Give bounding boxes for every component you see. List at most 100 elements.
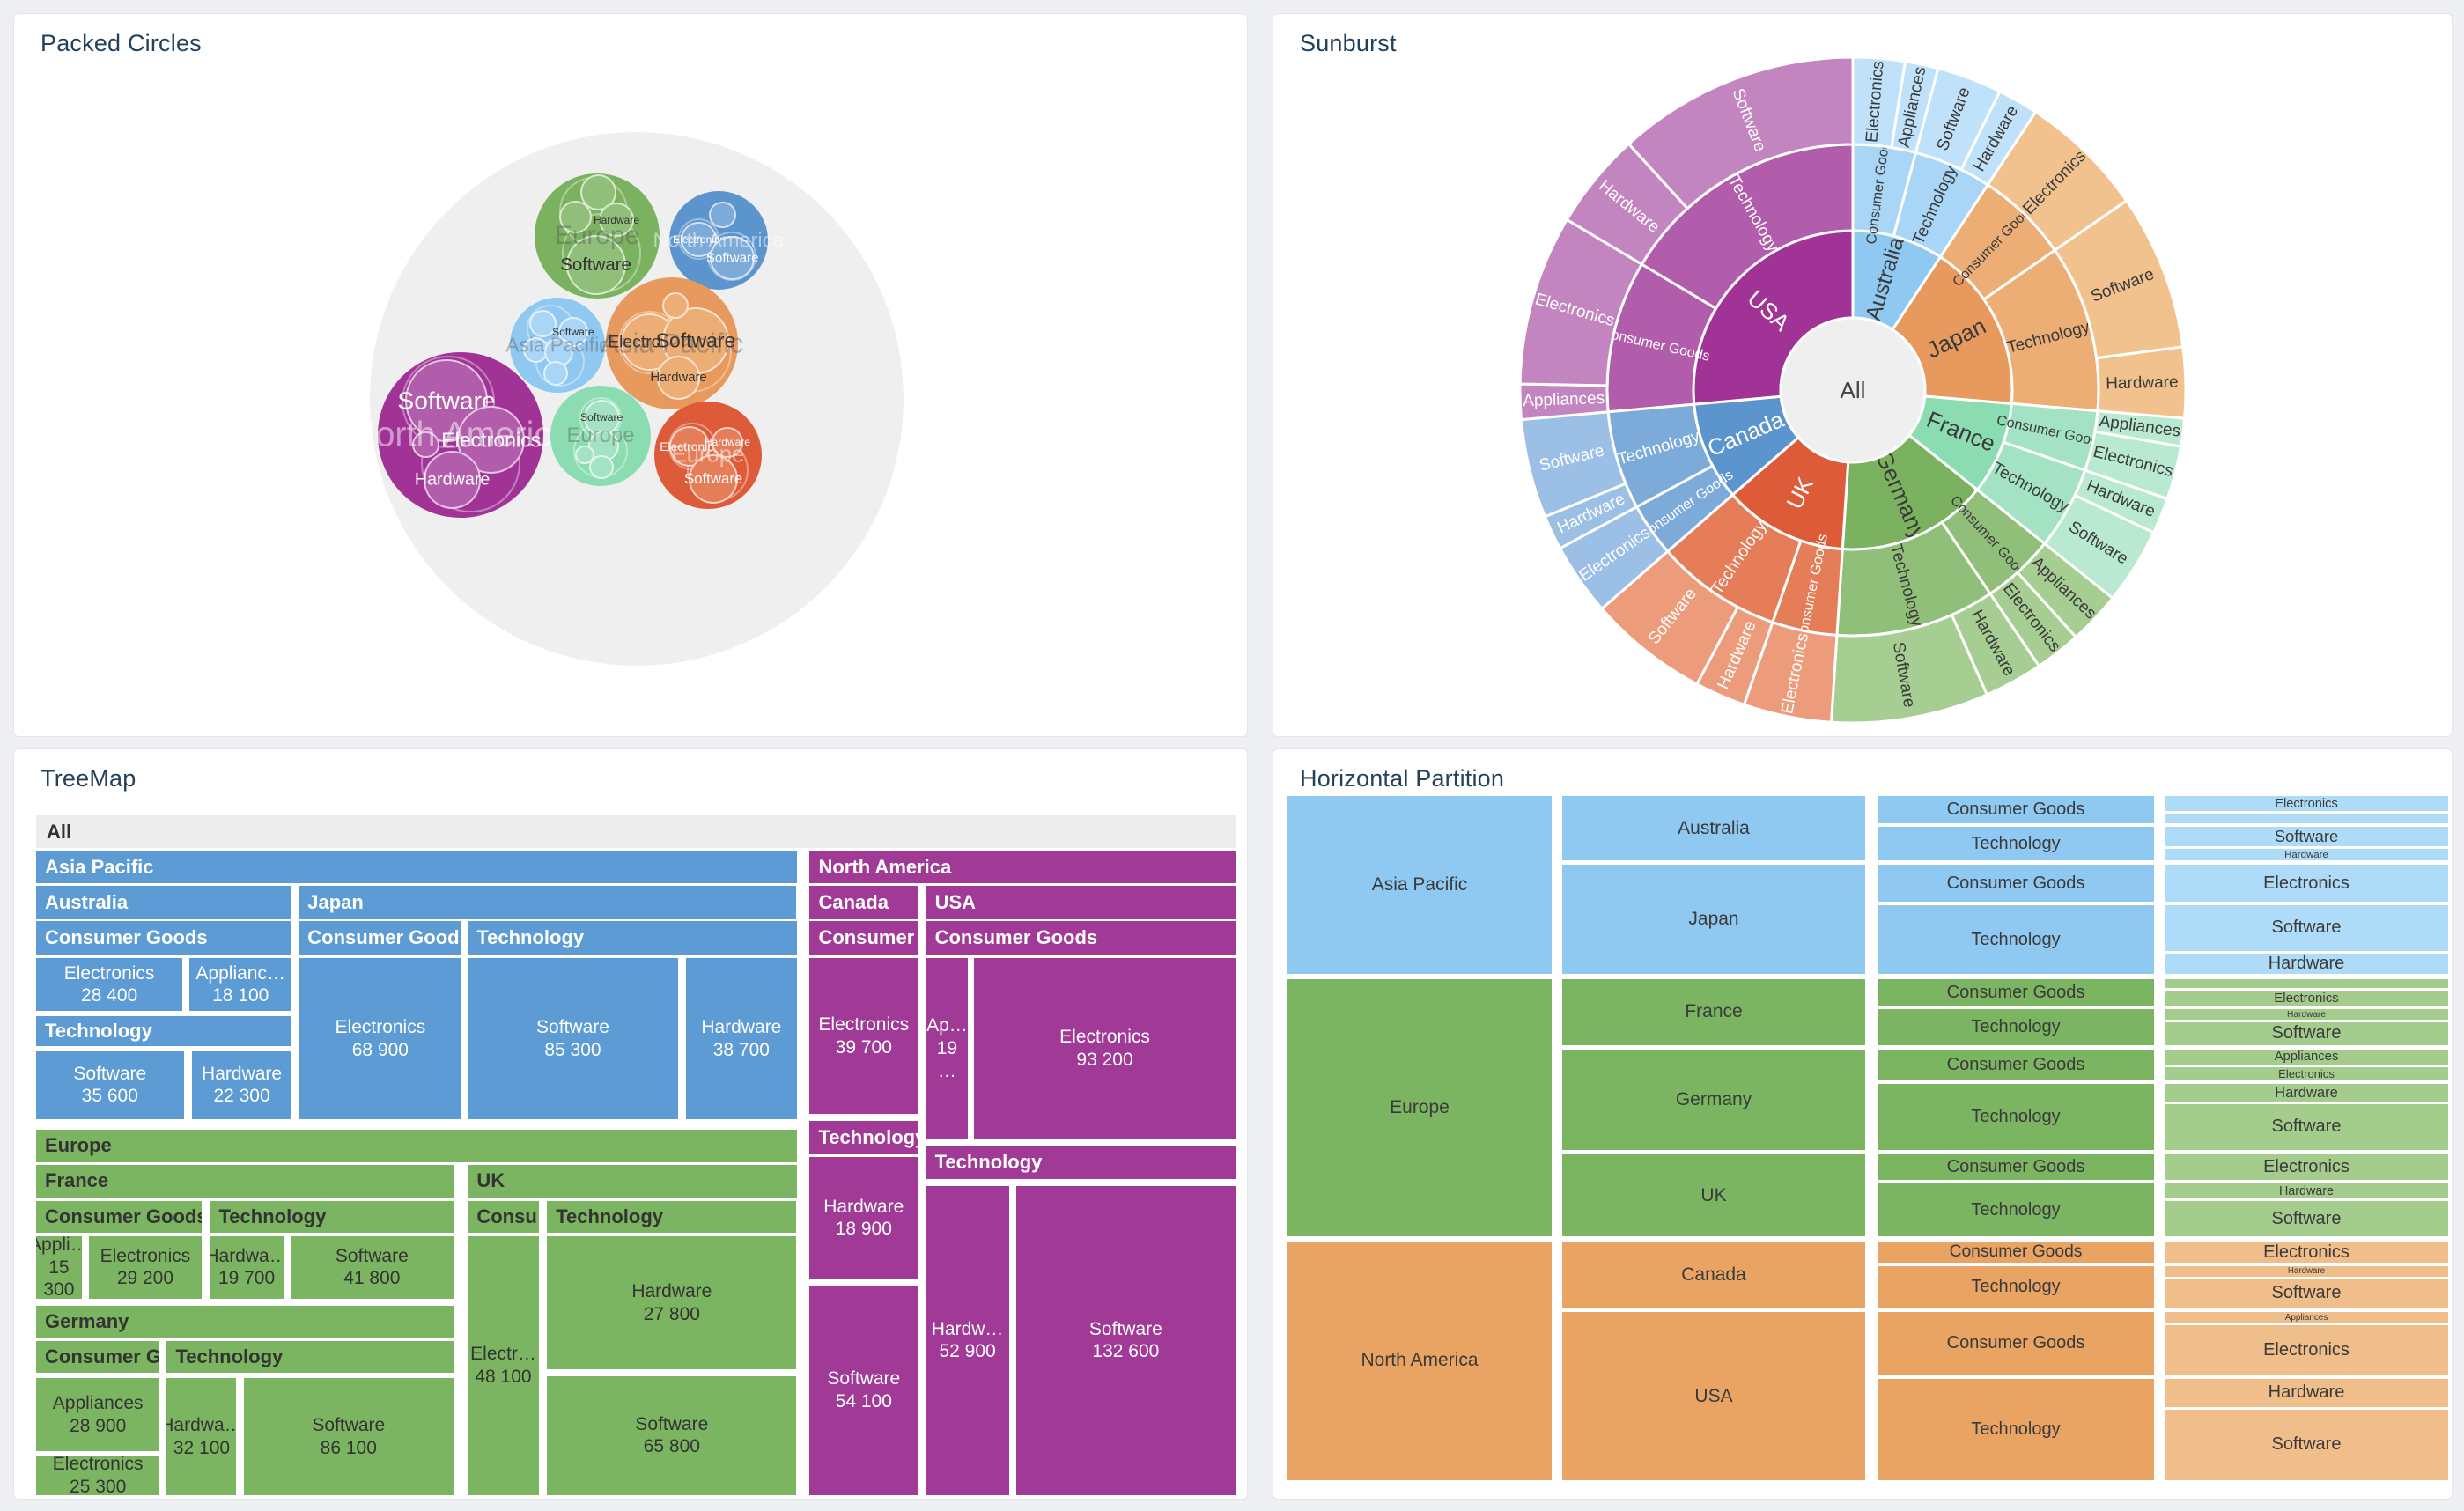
partition-cell-australia[interactable]: Australia: [1562, 796, 1865, 861]
packed-circle-france-node[interactable]: [574, 445, 594, 465]
sunburst-center-circle[interactable]: [1779, 316, 1927, 464]
partition-cell-canada-consumer-goods[interactable]: Consumer Goods: [1878, 1241, 2154, 1264]
packed-circle-uk-software[interactable]: [689, 453, 739, 504]
treemap-header-technology[interactable]: Technology: [166, 1340, 454, 1374]
treemap-header-australia[interactable]: Australia: [36, 886, 292, 920]
treemap-cell-applianc[interactable]: Applianc…18 100: [189, 958, 292, 1012]
partition-cell-germany-technology-hardware[interactable]: Hardware: [2165, 1084, 2448, 1102]
partition-cell-japan-technology[interactable]: Technology: [1878, 905, 2154, 975]
treemap-cell-ap[interactable]: Ap…19 …: [926, 958, 969, 1139]
partition-cell-asia-pacific[interactable]: Asia Pacific: [1287, 796, 1552, 975]
treemap-header-all[interactable]: All: [36, 815, 1236, 849]
partition-cell-japan[interactable]: Japan: [1562, 865, 1865, 975]
treemap-cell-hardw[interactable]: Hardw…52 900: [926, 1185, 1009, 1495]
partition-cell-usa-technology-hardware[interactable]: Hardware: [2165, 1378, 2448, 1407]
treemap-cell-electr[interactable]: Electr…48 100: [468, 1235, 539, 1495]
partition-cell-usa-technology-software[interactable]: Software: [2165, 1409, 2448, 1480]
treemap-cell-hardwa[interactable]: Hardwa…19 700: [210, 1235, 284, 1299]
partition-cell-canada-consumer-goods-electronics[interactable]: Electronics: [2165, 1241, 2448, 1264]
partition-cell-usa-technology[interactable]: Technology: [1878, 1378, 2154, 1480]
partition-cell-germany-consumer-goods[interactable]: Consumer Goods: [1878, 1049, 2154, 1081]
treemap-header-consumer-goods[interactable]: Consumer Goods: [299, 921, 462, 955]
partition-cell-japan-consumer-goods[interactable]: Consumer Goods: [1878, 865, 2154, 903]
treemap-header-europe[interactable]: Europe: [36, 1129, 797, 1162]
treemap-header-consu[interactable]: Consu…: [468, 1200, 539, 1233]
partition-cell-france[interactable]: France: [1562, 979, 1865, 1045]
treemap-cell-appli[interactable]: Appli…15 300: [36, 1235, 82, 1299]
packed-circle-germany-software[interactable]: [565, 235, 626, 296]
partition-cell-germany-technology-software[interactable]: Software: [2165, 1103, 2448, 1151]
partition-cell-uk-technology[interactable]: Technology: [1878, 1183, 2154, 1236]
treemap-header-technology[interactable]: Technology: [547, 1200, 797, 1233]
packed-circle-canada-node[interactable]: [709, 201, 736, 228]
partition-cell-usa-consumer-goods[interactable]: Consumer Goods: [1878, 1312, 2154, 1375]
packed-circle-uk-hardware[interactable]: [712, 426, 743, 459]
treemap-header-japan[interactable]: Japan: [299, 886, 797, 920]
partition-cell-usa-consumer-goods-appliances[interactable]: Appliances: [2165, 1312, 2448, 1323]
partition-cell-australia-consumer-goods-electronics[interactable]: Electronics: [2165, 796, 2448, 812]
treemap-header-consumer-goods[interactable]: Consumer Goods: [36, 1200, 202, 1233]
partition-cell-australia-consumer-goods[interactable]: Consumer Goods: [1878, 796, 2154, 824]
treemap-header-usa[interactable]: USA: [926, 886, 1236, 920]
treemap-header-consumer-goods[interactable]: Consumer Goods: [926, 921, 1236, 955]
treemap-header-north-america[interactable]: North America: [809, 851, 1236, 884]
treemap-header-consumer-goods[interactable]: Consumer Goods: [36, 921, 292, 955]
partition-cell-canada[interactable]: Canada: [1562, 1241, 1865, 1308]
treemap-header-technology[interactable]: Technology: [210, 1200, 454, 1233]
partition-cell-europe[interactable]: Europe: [1287, 979, 1552, 1236]
partition-cell-australia-consumer-goods-appliances[interactable]: [2165, 814, 2448, 824]
partition-cell-japan-technology-hardware[interactable]: Hardware: [2165, 953, 2448, 975]
partition-cell-canada-technology-software[interactable]: Software: [2165, 1279, 2448, 1308]
treemap-header-france[interactable]: France: [36, 1164, 454, 1198]
partition-cell-usa[interactable]: USA: [1562, 1312, 1865, 1480]
treemap-header-uk[interactable]: UK: [468, 1164, 797, 1198]
partition-cell-germany-consumer-goods-electronics[interactable]: Electronics: [2165, 1067, 2448, 1081]
partition-cell-germany-technology[interactable]: Technology: [1878, 1084, 2154, 1151]
partition-cell-france-technology-software[interactable]: Software: [2165, 1022, 2448, 1045]
packed-circle-canada-software[interactable]: [710, 235, 755, 281]
treemap-header-canada[interactable]: Canada: [809, 886, 918, 920]
partition-cell-france-consumer-goods-electronics[interactable]: Electronics: [2165, 990, 2448, 1006]
treemap-header-consumer[interactable]: Consumer …: [809, 921, 918, 955]
treemap-header-technology[interactable]: Technology: [926, 1146, 1236, 1179]
partition-cell-france-consumer-goods-appliances[interactable]: [2165, 979, 2448, 988]
partition-cell-france-technology-hardware[interactable]: Hardware: [2165, 1009, 2448, 1021]
partition-cell-germany[interactable]: Germany: [1562, 1049, 1865, 1151]
treemap-header-germany[interactable]: Germany: [36, 1305, 454, 1338]
treemap-header-asia-pacific[interactable]: Asia Pacific: [36, 851, 797, 884]
packed-circle-germany-hardware[interactable]: [599, 202, 634, 238]
packed-circle-australia-node[interactable]: [529, 310, 557, 338]
treemap-header-technology[interactable]: Technology: [809, 1121, 918, 1154]
packed-circle-usa-hardware[interactable]: [423, 450, 482, 509]
partition-cell-canada-technology-hardware[interactable]: Hardware: [2165, 1266, 2448, 1277]
sunburst-arc-usa-technology-software[interactable]: [1627, 55, 1855, 210]
partition-cell-uk-consumer-goods[interactable]: Consumer Goods: [1878, 1154, 2154, 1181]
partition-cell-uk-consumer-goods-electronics[interactable]: Electronics: [2165, 1154, 2448, 1181]
partition-cell-usa-consumer-goods-electronics[interactable]: Electronics: [2165, 1325, 2448, 1375]
treemap-cell-hardwa[interactable]: Hardwa…32 100: [166, 1378, 237, 1495]
packed-circle-usa-node[interactable]: [412, 431, 439, 459]
partition-cell-japan-technology-software[interactable]: Software: [2165, 905, 2448, 951]
partition-cell-uk-technology-software[interactable]: Software: [2165, 1201, 2448, 1236]
partition-cell-uk-technology-hardware[interactable]: Hardware: [2165, 1183, 2448, 1199]
packed-circle-japan-node[interactable]: [661, 291, 689, 319]
treemap-header-technology[interactable]: Technology: [468, 921, 797, 955]
partition-cell-australia-technology[interactable]: Technology: [1878, 827, 2154, 861]
partition-cell-japan-consumer-goods-electronics[interactable]: Electronics: [2165, 865, 2448, 903]
partition-cell-france-technology[interactable]: Technology: [1878, 1009, 2154, 1045]
partition-cell-north-america[interactable]: North America: [1287, 1241, 1552, 1480]
